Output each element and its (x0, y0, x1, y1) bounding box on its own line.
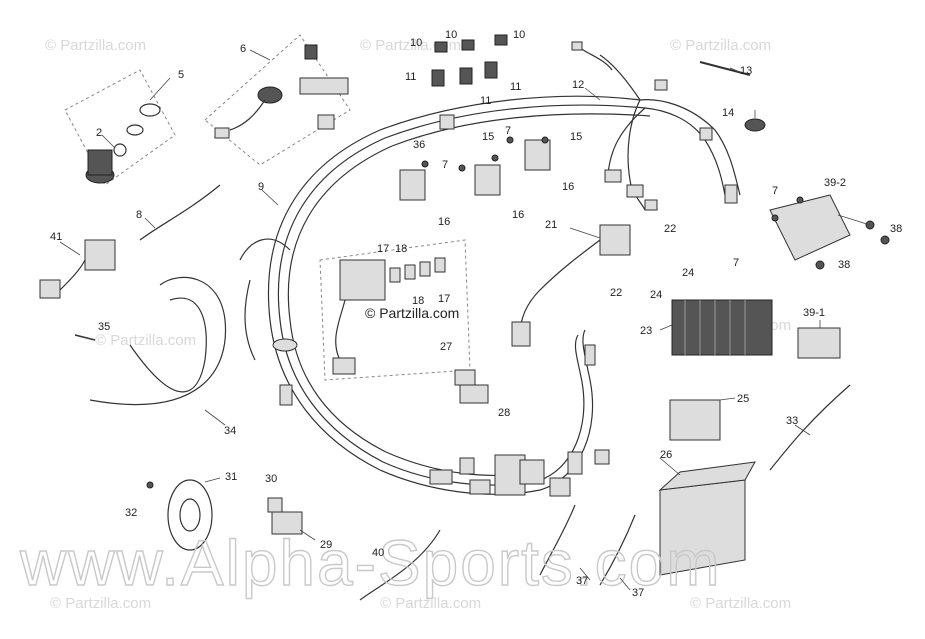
callout-23: 23 (640, 325, 652, 337)
callout-41: 41 (50, 231, 62, 243)
cdi-bracket-39-2 (769, 194, 890, 270)
callout-33: 33 (786, 415, 798, 427)
part-39-1 (797, 327, 841, 359)
callout-39-1: 39-1 (803, 307, 825, 319)
callout-38: 38 (838, 259, 850, 271)
part-30 (267, 497, 283, 513)
watermark-small: © Partzilla.com (45, 37, 146, 54)
battery-26 (658, 461, 756, 576)
callout-22: 22 (664, 223, 676, 235)
callout-12: 12 (572, 79, 584, 91)
horn-31 (146, 479, 213, 551)
callout-21: 21 (545, 219, 557, 231)
callout-39-2: 39-2 (824, 177, 846, 189)
callout-37: 37 (576, 575, 588, 587)
watermark-small: © Partzilla.com (380, 595, 481, 612)
callout-7: 7 (505, 125, 511, 137)
ignition-switch-group (64, 69, 176, 186)
callout-31: 31 (225, 471, 237, 483)
watermark-center: © Partzilla.com (365, 305, 459, 321)
callout-24: 24 (650, 289, 662, 301)
callout-27: 27 (440, 341, 452, 353)
cable-33 (769, 384, 851, 471)
callout-17: 17 (438, 293, 450, 305)
part-14 (744, 118, 766, 132)
callout-9: 9 (258, 181, 264, 193)
watermark-small: © Partzilla.com (690, 595, 791, 612)
callout-26: 26 (660, 449, 672, 461)
callout-28: 28 (498, 407, 510, 419)
callout-10: 10 (410, 37, 422, 49)
main-wiring-harness (239, 41, 741, 497)
callout-11: 11 (480, 95, 491, 107)
callout-2: 2 (96, 127, 102, 139)
callout-18: 18 (412, 295, 424, 307)
callout-5: 5 (178, 69, 184, 81)
part-41 (39, 239, 116, 299)
callout-32: 32 (125, 507, 137, 519)
watermark-layer: © Partzilla.com © Partzilla.com © Partzi… (45, 37, 791, 612)
callout-38: 38 (890, 223, 902, 235)
ignition-coil-21 (511, 224, 631, 347)
callout-35: 35 (98, 321, 110, 333)
part-27 (454, 369, 476, 386)
callout-10: 10 (445, 29, 457, 41)
wire-8 (139, 184, 221, 241)
callout-15: 15 (570, 131, 582, 143)
part-28 (459, 384, 489, 404)
part-35 (74, 334, 96, 341)
callout-13: 13 (740, 65, 752, 77)
callout-10: 10 (513, 29, 525, 41)
callout-40: 40 (372, 547, 384, 559)
callout-15: 15 (482, 131, 494, 143)
callout-7: 7 (772, 185, 778, 197)
watermark-big: www.Alpha-Sports.com (19, 527, 722, 599)
callout-22: 22 (610, 287, 622, 299)
callout-labels: 5 6 2 10 10 10 11 11 11 13 12 14 36 15 1… (50, 29, 902, 599)
callout-25: 25 (737, 393, 749, 405)
callout-7: 7 (442, 159, 448, 171)
callout-30: 30 (265, 473, 277, 485)
fuse-box-group (319, 239, 471, 381)
regulator-23 (671, 299, 773, 356)
callout-34: 34 (224, 425, 236, 437)
watermark-small: © Partzilla.com (95, 332, 196, 349)
callout-11: 11 (405, 71, 416, 83)
part-37b (599, 514, 636, 586)
callout-14: 14 (722, 107, 734, 119)
callout-16: 16 (562, 181, 574, 193)
callout-18: 18 (395, 243, 407, 255)
callout-36: 36 (413, 139, 425, 151)
cables-34 (89, 276, 227, 406)
watermark-small: © Partzilla.com (50, 595, 151, 612)
part-37a (539, 504, 576, 576)
relays-16 (399, 136, 551, 201)
callout-8: 8 (136, 209, 142, 221)
switch-connector-group (204, 34, 351, 166)
callout-17: 17 (377, 243, 389, 255)
callout-16: 16 (438, 216, 450, 228)
callout-24: 24 (682, 267, 694, 279)
rod-13 (699, 61, 751, 76)
callout-16: 16 (512, 209, 524, 221)
leader-lines (59, 49, 871, 591)
callout-7: 7 (733, 257, 739, 269)
part-40 (359, 529, 441, 601)
callout-6: 6 (240, 43, 246, 55)
relay-parts-10-11 (431, 34, 508, 87)
part-29 (271, 511, 303, 535)
callout-29: 29 (320, 539, 332, 551)
watermark-small: © Partzilla.com (670, 37, 771, 54)
callout-37: 37 (632, 587, 644, 599)
callout-11: 11 (510, 81, 521, 93)
part-25 (669, 399, 721, 441)
